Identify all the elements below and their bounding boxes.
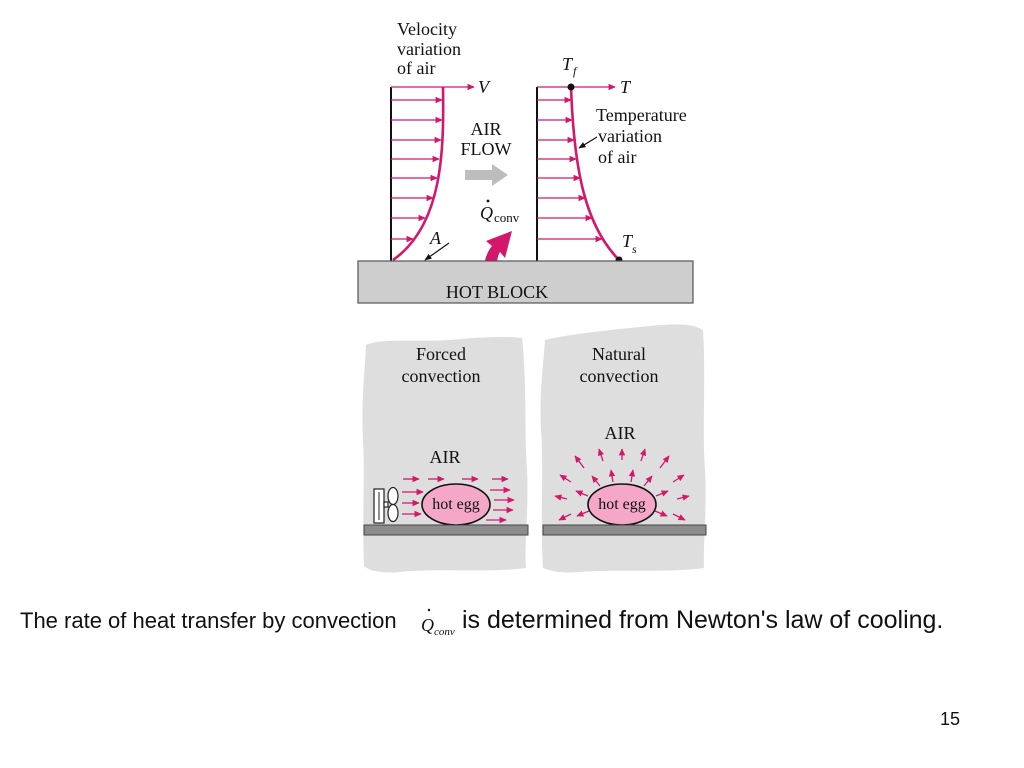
page-number: 15 [940, 709, 960, 729]
free-stream-temp-main: T [562, 54, 574, 74]
flow-arrow [576, 510, 590, 517]
heat-rate-dot [486, 199, 490, 203]
flow-arrow [628, 469, 636, 483]
heat-rate-symbol-dot [427, 608, 431, 612]
hot-egg-label: hot egg [598, 496, 646, 513]
medium-label: AIR [430, 447, 461, 467]
flow-arrow [659, 455, 670, 469]
temperature-label-line-1: Temperature [596, 105, 687, 125]
hot-egg-label: hot egg [432, 496, 480, 513]
flow-arrow [591, 475, 601, 487]
air-flow-label-line-2: FLOW [461, 139, 512, 159]
panel-title-line-2: convection [402, 366, 481, 386]
surface-temp-main: T [622, 231, 634, 251]
temperature-profile-curve [569, 86, 620, 261]
flow-arrow [559, 474, 572, 483]
panel-title-line-1: Natural [592, 344, 646, 364]
temperature-label-line-2: variation [598, 126, 662, 146]
medium-label: AIR [605, 423, 636, 443]
caption-suffix: is determined from Newton's law of cooli… [462, 606, 943, 634]
temperature-pointer-arrow [578, 136, 598, 149]
ground-surface [363, 524, 529, 536]
temperature-profile: T f T T s [536, 54, 637, 264]
flow-arrow [654, 510, 668, 517]
point-label: A [429, 228, 442, 248]
fan-hub [383, 501, 389, 508]
velocity-label-line-3: of air [397, 58, 435, 78]
flow-arrow [672, 513, 686, 521]
flow-arrow [575, 490, 589, 497]
fan-blade [387, 486, 399, 506]
panel-title-line-2: convection [580, 366, 659, 386]
velocity-label-line-1: Velocity [397, 19, 457, 39]
fan-icon [373, 486, 399, 524]
flow-arrow [608, 469, 616, 483]
flow-arrow [672, 474, 685, 483]
air-flow-label-line-1: AIR [471, 119, 502, 139]
hot-block [357, 260, 694, 304]
natural-convection-panel: Natural convection AIR hot egg [540, 324, 707, 573]
temperature-axis-label: T [620, 77, 632, 97]
free-stream-point [567, 83, 575, 91]
panel-title-line-1: Forced [416, 344, 466, 364]
caption-prefix: The rate of heat transfer by convection [20, 608, 397, 633]
flow-arrow [639, 448, 647, 462]
air-flow-arrow-icon [465, 164, 508, 186]
flow-arrow [676, 494, 690, 501]
fan-blade [387, 503, 399, 523]
velocity-label-line-2: variation [397, 39, 461, 59]
flow-arrow [655, 490, 669, 497]
surface-temp-sub: s [632, 242, 637, 256]
heat-rate-symbol: Q conv [421, 608, 455, 638]
forced-convection-panel: Forced convection AIR hot egg [362, 336, 529, 573]
flow-arrow [574, 455, 585, 469]
ground-surface [542, 524, 707, 536]
flow-arrow [597, 448, 605, 462]
heat-rate-label-sub: conv [494, 210, 520, 225]
flow-arrow [554, 494, 568, 501]
free-stream-temp-sub: f [573, 64, 578, 78]
hot-block-label: HOT BLOCK [446, 282, 548, 302]
caption: The rate of heat transfer by convection … [20, 606, 943, 638]
buoyant-flow-arrows [554, 448, 690, 521]
temperature-label-line-3: of air [598, 147, 636, 167]
heat-rate-symbol-sub: conv [434, 626, 455, 638]
heat-rate-label: Q conv [480, 199, 520, 225]
velocity-profile-curve [392, 86, 445, 262]
flow-arrow [558, 513, 572, 521]
forced-flow-arrows [402, 475, 515, 524]
heat-rate-symbol-main: Q [421, 615, 434, 635]
velocity-axis-label: V [478, 77, 491, 97]
heat-rate-label-main: Q [480, 203, 493, 223]
point-pointer-arrow [424, 242, 450, 261]
flow-arrow [643, 475, 653, 487]
velocity-profile: V A [390, 77, 491, 262]
top-figure: Velocity variation of air V A AIR FLOW Q [357, 19, 694, 304]
